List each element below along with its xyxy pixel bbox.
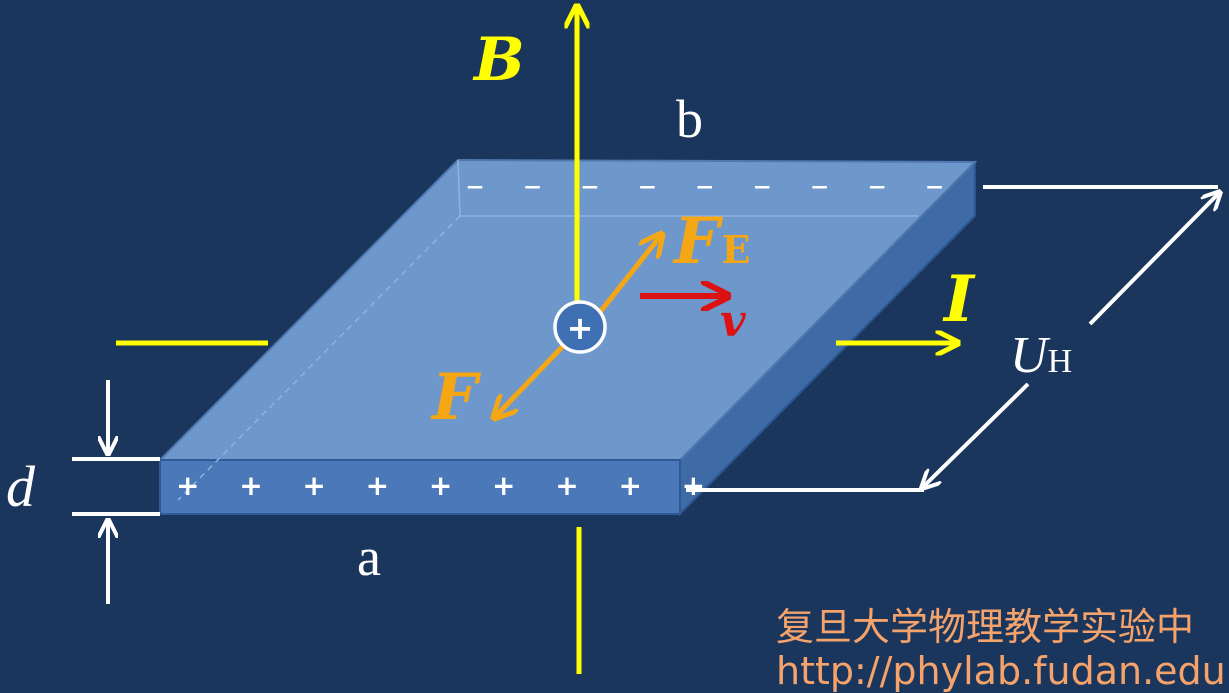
positive-charges: + + + + + + + + + bbox=[176, 469, 721, 502]
hall-voltage-arrow-down bbox=[922, 382, 1030, 488]
electric-force-subscript: E bbox=[721, 227, 751, 272]
negative-charges: – – – – – – – – – bbox=[466, 165, 958, 206]
hall-effect-diagram: + bbox=[72, 0, 1229, 674]
slab-hidden-diagonal bbox=[177, 215, 461, 501]
watermark-line-1: 复旦大学物理教学实验中 bbox=[776, 605, 1195, 649]
hall-voltage-label: UH bbox=[1010, 330, 1072, 382]
carrier-plus-sign: + bbox=[567, 309, 594, 347]
current-label: I bbox=[944, 262, 974, 337]
lorentz-force-label: F bbox=[432, 360, 478, 435]
edge-label-b: b bbox=[676, 89, 703, 149]
watermark: 复旦大学物理教学实验中 http://phylab.fudan.edu bbox=[776, 605, 1226, 693]
thickness-label: d bbox=[6, 454, 35, 519]
lorentz-force-arrow bbox=[494, 342, 567, 418]
hall-voltage-arrow-up bbox=[1088, 192, 1220, 326]
hall-voltage-subscript: H bbox=[1047, 343, 1073, 380]
positive-charge-carrier bbox=[553, 300, 607, 354]
magnetic-field-label: B bbox=[474, 25, 525, 95]
electric-force-symbol: F bbox=[674, 204, 720, 279]
electric-force-label: FE bbox=[674, 210, 750, 274]
slab-front-face bbox=[159, 459, 681, 515]
edge-label-a: a bbox=[357, 527, 381, 587]
hall-voltage-symbol: U bbox=[1010, 327, 1048, 384]
velocity-label: v bbox=[720, 296, 746, 347]
watermark-line-2: http://phylab.fudan.edu bbox=[776, 648, 1226, 693]
electric-force-arrow bbox=[598, 234, 662, 314]
